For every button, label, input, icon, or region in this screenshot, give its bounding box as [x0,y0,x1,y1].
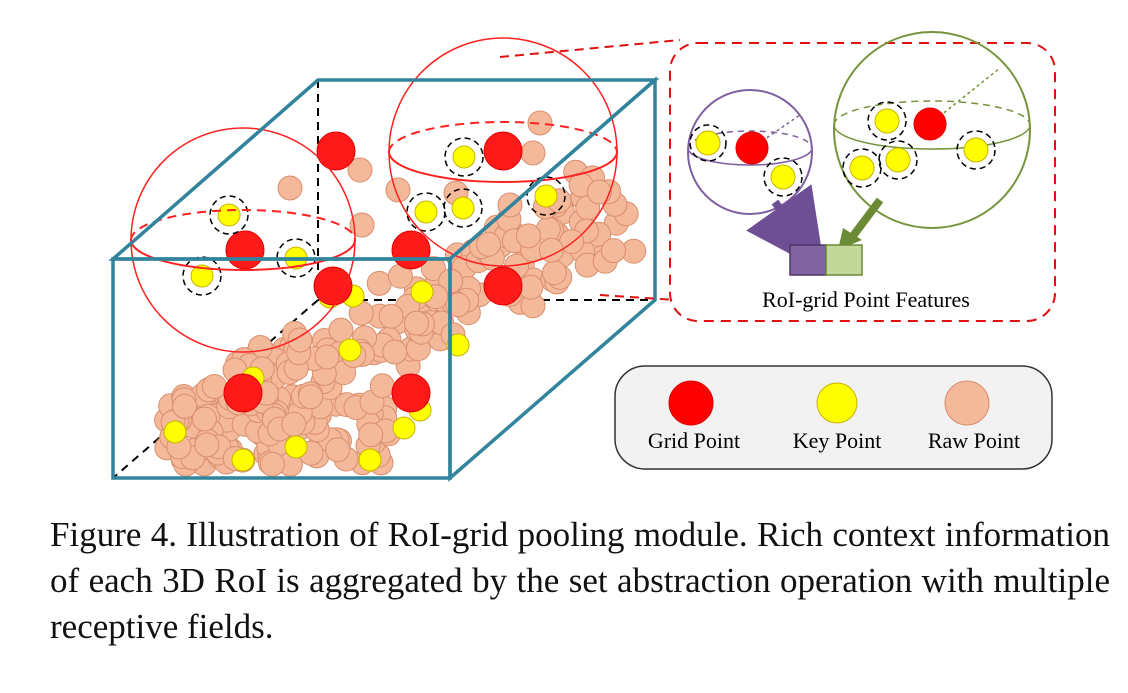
key-point-ring [182,256,222,296]
key-point [451,196,475,220]
raw-point [328,317,354,343]
zoom-panel [669,42,1056,322]
raw-point [298,384,324,410]
raw-point [601,238,626,264]
raw-point [194,432,220,458]
grid-point [225,230,265,270]
key-point [358,448,382,472]
grid-point [223,373,263,413]
zoom-connector-bottom [599,294,677,301]
roi-grid-pooling-diagram: RoI-grid Point Features Grid Point Key P… [108,31,1056,482]
key-point-ring [444,137,484,177]
receptive-sphere-left [130,127,356,353]
legend-key-label: Key Point [793,428,882,453]
key-point [414,200,438,224]
raw-point [347,157,373,183]
raw-point [259,451,285,477]
key-point [446,333,470,357]
key-point [452,145,476,169]
raw-point [281,411,307,437]
purple-arrow [746,184,826,273]
key-point [392,416,416,440]
key-point [338,338,362,362]
raw-point [538,237,564,263]
receptive-sphere-right [388,37,618,267]
raw-point [404,310,429,336]
raw-point [325,437,351,463]
roi-box [108,76,660,482]
raw-point [378,303,404,329]
legend-grid-marker [668,380,714,426]
legend-raw-marker [944,380,990,426]
grid-point [483,131,523,171]
raw-point [358,422,384,448]
raw-point [314,344,340,370]
green-arrow [846,197,884,243]
raw-point [520,140,546,166]
key-point [534,184,558,208]
features-label: RoI-grid Point Features [762,287,970,312]
key-point-ring [209,195,249,235]
key-point-ring [443,188,483,228]
key-point [217,203,241,227]
raw-point [369,373,395,399]
legend: Grid Point Key Point Raw Point [614,365,1053,470]
key-point-ring [526,176,566,216]
raw-point [445,292,471,318]
raw-point [476,231,501,257]
grid-point [316,131,356,171]
raw-point [172,393,198,419]
legend-raw-label: Raw Point [928,428,1020,453]
raw-point [515,223,541,249]
figure-caption: Figure 4. Illustration of RoI-grid pooli… [50,515,1110,646]
raw-point [366,270,392,296]
raw-point [420,256,446,282]
raw-point [349,212,375,238]
raw-point [586,179,612,205]
zoom-connector [499,39,681,58]
feature-block-green [825,244,863,276]
raw-point [541,260,567,286]
raw-point [192,406,217,432]
raw-point [382,339,408,365]
key-point [190,264,214,288]
grid-point [313,266,353,306]
key-point [410,280,434,304]
legend-grid-label: Grid Point [648,428,740,453]
key-point [163,420,187,444]
raw-point [287,327,313,353]
raw-point [527,110,553,136]
raw-point [385,177,411,203]
grid-point [391,230,431,270]
feature-block-purple [789,244,827,276]
raw-point [277,175,303,201]
grid-point [483,266,523,306]
key-point [284,435,308,459]
legend-key-marker [816,382,858,424]
panel-points [689,101,996,197]
key-point [231,448,255,472]
large-receptive-sphere [833,31,1031,229]
raw-point [201,374,227,399]
grid-point [391,373,431,413]
